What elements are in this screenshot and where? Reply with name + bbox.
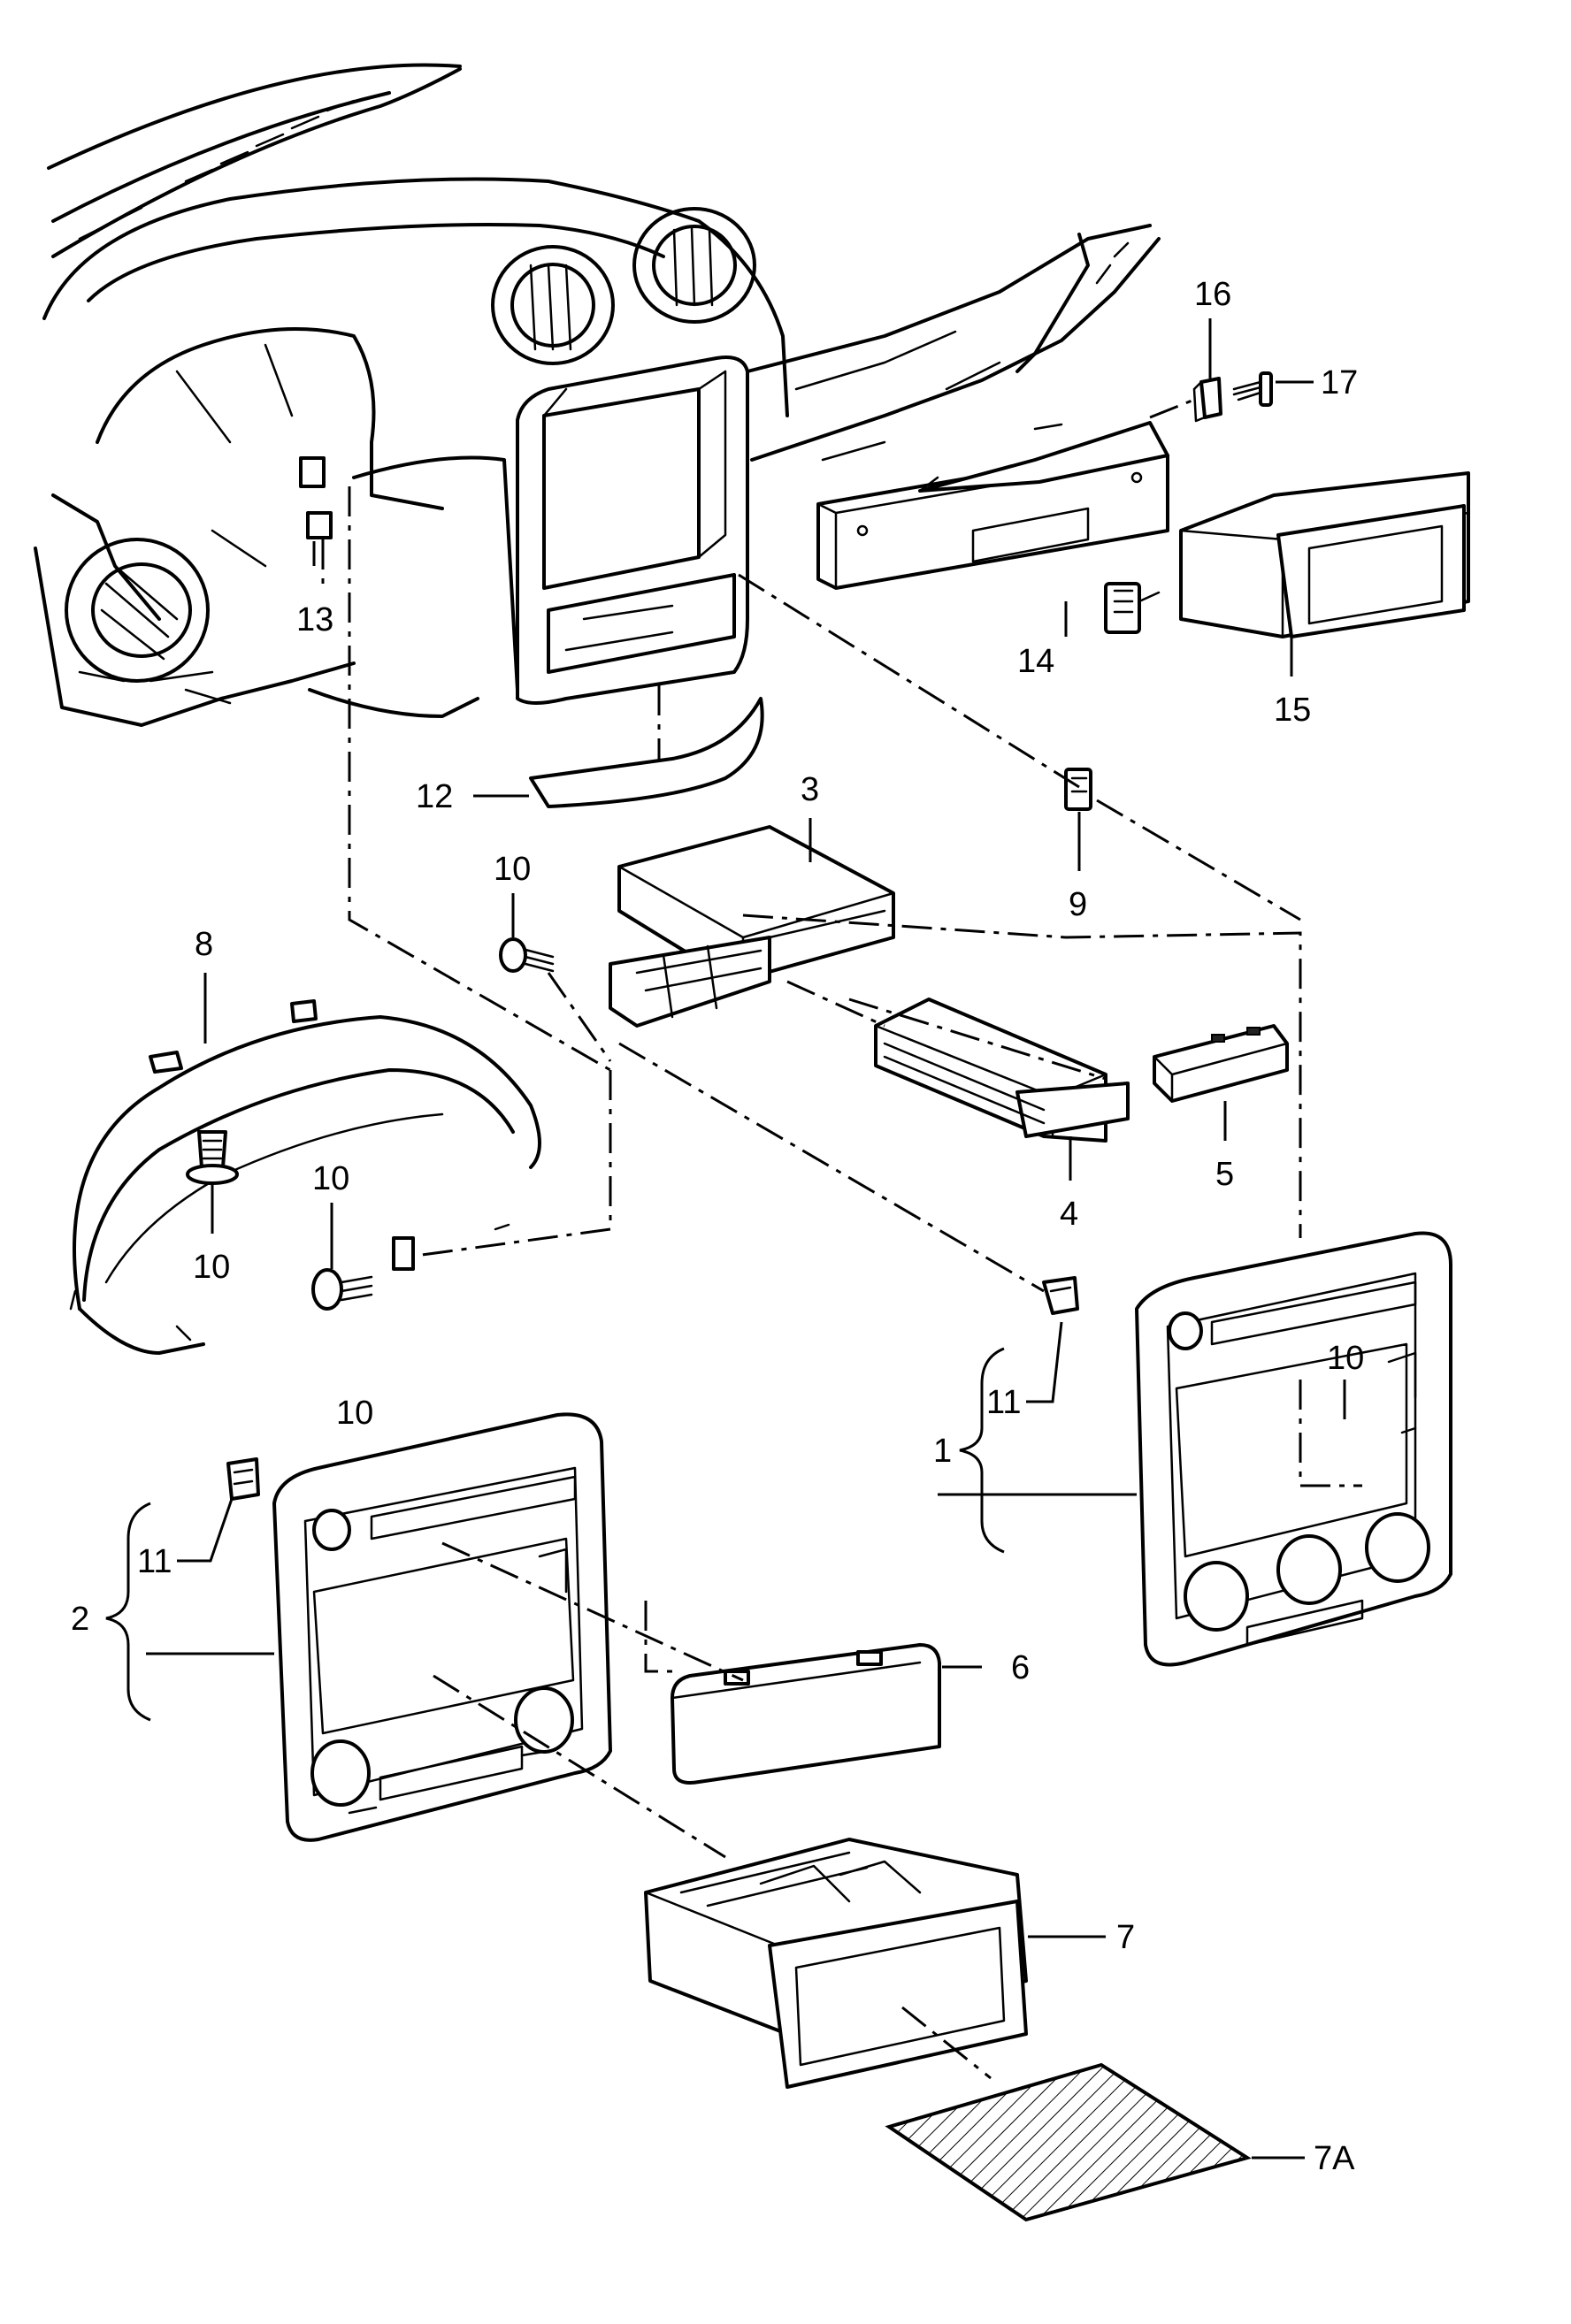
part-4-radio-unit bbox=[874, 998, 1130, 1143]
callout-10-e: 10 bbox=[336, 1395, 373, 1432]
part-17-screw bbox=[1232, 371, 1273, 407]
leader-lines bbox=[146, 318, 1346, 2160]
part-2-trim-panel bbox=[272, 1412, 612, 1842]
part-6-blanking-plate bbox=[671, 1643, 941, 1785]
part-8-cluster-cover bbox=[69, 999, 541, 1355]
brace-2 bbox=[105, 1502, 151, 1722]
brace-1 bbox=[959, 1347, 1005, 1554]
part-15-connector bbox=[1104, 582, 1161, 634]
callout-7: 7 bbox=[1116, 1919, 1135, 1956]
dashboard-illustration bbox=[34, 63, 1161, 727]
part-10-screw-a bbox=[499, 937, 555, 973]
part-7a-mat bbox=[885, 2062, 1252, 2222]
part-5-cover bbox=[1153, 1024, 1289, 1103]
callout-10-d: 10 bbox=[1327, 1340, 1364, 1377]
connector-line-dash-to-part-14 bbox=[1149, 396, 1199, 419]
callout-16: 16 bbox=[1194, 276, 1231, 313]
callout-3: 3 bbox=[801, 771, 819, 808]
part-16-clip bbox=[1192, 377, 1222, 423]
callout-labels: 16 17 14 15 13 12 3 9 10 8 10 10 4 5 10 … bbox=[71, 276, 1364, 2177]
callout-9: 9 bbox=[1069, 886, 1087, 923]
callout-17: 17 bbox=[1321, 364, 1358, 401]
part-12-trim-strip bbox=[529, 697, 764, 808]
callout-1: 1 bbox=[933, 1433, 952, 1470]
part-7-storage-compartment bbox=[644, 1838, 1028, 2089]
callout-10-c: 10 bbox=[312, 1160, 349, 1197]
assembly-lines bbox=[321, 486, 1362, 2080]
part-14-radio-bracket bbox=[816, 421, 1169, 590]
part-15-storage-tray bbox=[1179, 471, 1470, 638]
callout-4: 4 bbox=[1060, 1196, 1078, 1233]
callout-10-b: 10 bbox=[193, 1249, 230, 1286]
callout-7a: 7A bbox=[1314, 2140, 1355, 2177]
callout-2: 2 bbox=[71, 1601, 89, 1638]
part-10-screw-c bbox=[311, 1236, 415, 1311]
callout-11-a: 11 bbox=[986, 1384, 1021, 1421]
callout-10-a: 10 bbox=[494, 851, 531, 888]
callout-8: 8 bbox=[195, 926, 213, 963]
callout-13: 13 bbox=[296, 601, 333, 638]
part-9-clip bbox=[1064, 768, 1092, 811]
callout-11-b: 11 bbox=[137, 1543, 172, 1580]
part-11-clip-a bbox=[1042, 1276, 1079, 1315]
callout-12: 12 bbox=[416, 778, 453, 815]
callout-5: 5 bbox=[1215, 1156, 1234, 1193]
part-1-trim-panel bbox=[1135, 1231, 1452, 1667]
part-3-radio-housing bbox=[609, 825, 895, 1028]
callout-15: 15 bbox=[1274, 692, 1311, 729]
callout-14: 14 bbox=[1017, 643, 1054, 680]
part-10-screw-b bbox=[186, 1130, 239, 1185]
part-11-clip-b bbox=[226, 1457, 260, 1501]
callout-6: 6 bbox=[1011, 1649, 1030, 1686]
